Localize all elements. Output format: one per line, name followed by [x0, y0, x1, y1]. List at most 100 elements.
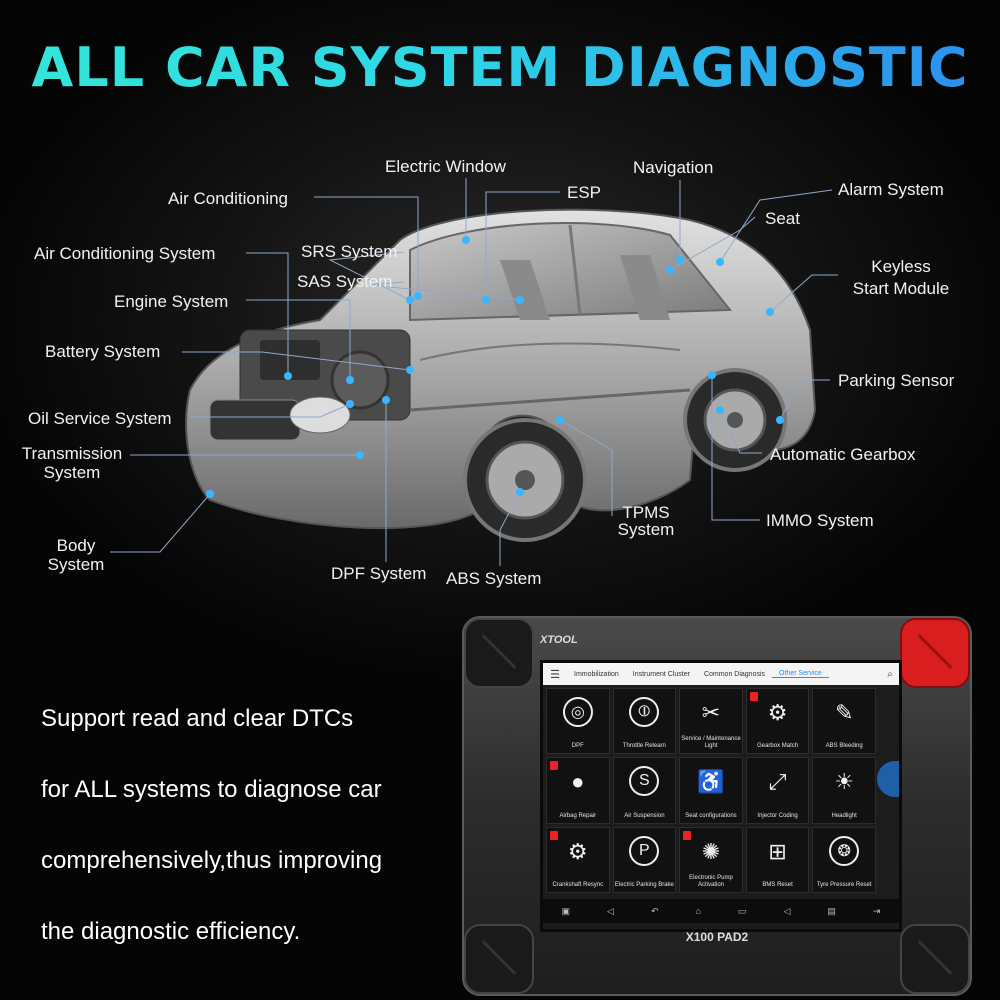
label-oil-service-system: Oil Service System: [28, 409, 172, 428]
headline: ALL CAR SYSTEM DIAGNOSTIC: [0, 36, 1000, 99]
throttle-icon: ⦶: [629, 697, 660, 727]
screen-tab-bar: ☰ Immobilization Instrument Cluster Comm…: [543, 663, 899, 685]
tile-electronic-pump-activation[interactable]: ✺ Electronic Pump Activation: [679, 826, 743, 893]
tile-label: Seat configurations: [685, 812, 737, 819]
home-icon[interactable]: ⌂: [695, 906, 701, 916]
tile-label: Electric Parking Brake: [614, 882, 674, 888]
badge-icon: [749, 692, 758, 701]
filter-icon: ◎: [562, 697, 593, 727]
brand-logo: XTOOL: [540, 634, 578, 646]
volume-up-icon[interactable]: ◁: [783, 905, 791, 916]
tile-headlight[interactable]: ☀ Headlight: [812, 757, 876, 824]
tile-label: BMS Reset: [762, 882, 793, 888]
car-illustration: [185, 208, 817, 542]
gears-icon: ⚙: [767, 700, 788, 725]
support-text-line-2: for ALL systems to diagnose car: [41, 776, 382, 803]
label-engine-system: Engine System: [114, 292, 229, 311]
label-keyless-line1: Keyless: [871, 257, 931, 276]
model-name: X100 PAD2: [685, 930, 749, 944]
label-abs-system: ABS System: [446, 569, 542, 588]
tile-label: Service / Maintenance Light: [681, 736, 741, 750]
label-tpms-system: TPMS System: [606, 503, 686, 539]
label-transmission-line2: System: [43, 463, 101, 482]
pump-icon: ✺: [701, 838, 721, 864]
label-transmission-system: Transmission System: [10, 444, 134, 482]
label-parking-sensor: Parking Sensor: [838, 371, 955, 390]
tile-label: Tyre Pressure Reset: [816, 882, 872, 888]
label-tpms-line1: TPMS: [622, 503, 670, 522]
exit-icon[interactable]: ⇥: [872, 905, 881, 916]
tab-other-service[interactable]: Other Service: [772, 670, 829, 678]
label-battery-system: Battery System: [45, 342, 161, 361]
tile-service-maintenance-light[interactable]: ✂ Service / Maintenance Light: [679, 688, 743, 755]
tab-common-diagnosis[interactable]: Common Diagnosis: [703, 670, 766, 678]
tile-label: ABS Bleeding: [825, 743, 863, 750]
vci-icon[interactable]: ▤: [827, 905, 836, 916]
bleed-icon: ✎: [834, 700, 854, 725]
android-nav-bar: ▣ ◁ ↶ ⌂ ▭ ◁ ▤ ⇥: [543, 899, 899, 923]
badge-icon: [550, 761, 558, 771]
injector-icon: ⤢: [768, 769, 787, 795]
tile-airbag-repair[interactable]: ● Airbag Repair: [546, 757, 610, 824]
support-text-line-1: Support read and clear DTCs: [41, 705, 354, 732]
gear-icon: ⚙: [567, 838, 588, 864]
label-body-system: Body System: [36, 536, 116, 574]
label-transmission-line1: Transmission: [21, 444, 123, 463]
label-air-conditioning: Air Conditioning: [168, 189, 289, 208]
tab-immobilization[interactable]: Immobilization: [574, 670, 619, 678]
label-sas-system: SAS System: [297, 272, 393, 291]
tile-label: Throttle Relearn: [622, 743, 666, 750]
battery-icon: ⊞: [768, 838, 787, 864]
tablet-screen: ☰ Immobilization Instrument Cluster Comm…: [540, 660, 902, 932]
back-icon[interactable]: ↶: [650, 905, 659, 916]
tile-air-suspension[interactable]: S Air Suspension: [612, 757, 677, 824]
label-keyless-start-module: Keyless Start Module: [844, 257, 958, 298]
tile-label: Injector Coding: [757, 812, 798, 819]
tile-electric-parking-brake[interactable]: P Electric Parking Brake: [612, 826, 677, 893]
recent-apps-icon[interactable]: ▭: [737, 905, 747, 916]
label-keyless-line2: Start Module: [852, 279, 950, 298]
screenshot-icon[interactable]: ▣: [561, 905, 571, 916]
tyre-icon: ❂: [829, 835, 860, 866]
bumper-bottom-left: [464, 924, 534, 994]
tile-gearbox-match[interactable]: ⚙ Gearbox Match: [745, 688, 810, 755]
label-tpms-line2: System: [617, 520, 675, 539]
label-dpf-system: DPF System: [331, 564, 427, 583]
bumper-bottom-right: [900, 924, 970, 994]
tile-label: Air Suspension: [624, 812, 665, 819]
label-immo-system: IMMO System: [766, 511, 874, 530]
tile-abs-bleeding[interactable]: ✎ ABS Bleeding: [812, 688, 876, 755]
tile-seat-configurations[interactable]: ♿ Seat configurations: [679, 757, 743, 824]
label-esp: ESP: [567, 183, 602, 202]
tile-tyre-pressure-reset[interactable]: ❂ Tyre Pressure Reset: [812, 826, 876, 893]
volume-down-icon[interactable]: ◁: [607, 905, 614, 916]
support-text-line-3: comprehensively,thus improving: [41, 847, 383, 874]
label-seat: Seat: [765, 209, 800, 228]
wrench-icon: ✂: [701, 700, 721, 725]
label-srs-system: SRS System: [301, 242, 398, 261]
search-icon[interactable]: ⌕: [887, 668, 893, 680]
label-navigation: Navigation: [633, 158, 714, 177]
tile-label: Crankshaft Resync: [552, 882, 604, 888]
airbag-icon: ●: [571, 769, 585, 795]
tile-label: Electronic Pump Activation: [689, 875, 733, 888]
badge-icon: [550, 830, 558, 840]
tile-dpf[interactable]: ◎ DPF: [546, 688, 610, 755]
badge-icon: [683, 830, 692, 840]
label-air-conditioning-system: Air Conditioning System: [34, 244, 216, 263]
menu-icon[interactable]: ☰: [550, 668, 560, 681]
parking-brake-icon: P: [629, 835, 660, 866]
tile-crankshaft-resync[interactable]: ⚙ Crankshaft Resync: [546, 826, 610, 893]
tile-injector-coding[interactable]: ⤢ Injector Coding: [745, 757, 810, 824]
label-alarm-system: Alarm System: [838, 180, 944, 199]
suspension-icon: S: [629, 766, 660, 797]
side-pull-handle[interactable]: [877, 761, 899, 797]
tab-instrument-cluster[interactable]: Instrument Cluster: [632, 670, 690, 678]
support-text-line-4: the diagnostic efficiency.: [41, 918, 301, 945]
tile-throttle-relearn[interactable]: ⦶ Throttle Relearn: [612, 688, 677, 755]
label-body-line2: System: [47, 555, 105, 574]
seat-icon: ♿: [697, 769, 725, 795]
label-automatic-gearbox: Automatic Gearbox: [770, 445, 916, 464]
tile-bms-reset[interactable]: ⊞ BMS Reset: [745, 826, 810, 893]
tile-label: Gearbox Match: [757, 743, 799, 750]
